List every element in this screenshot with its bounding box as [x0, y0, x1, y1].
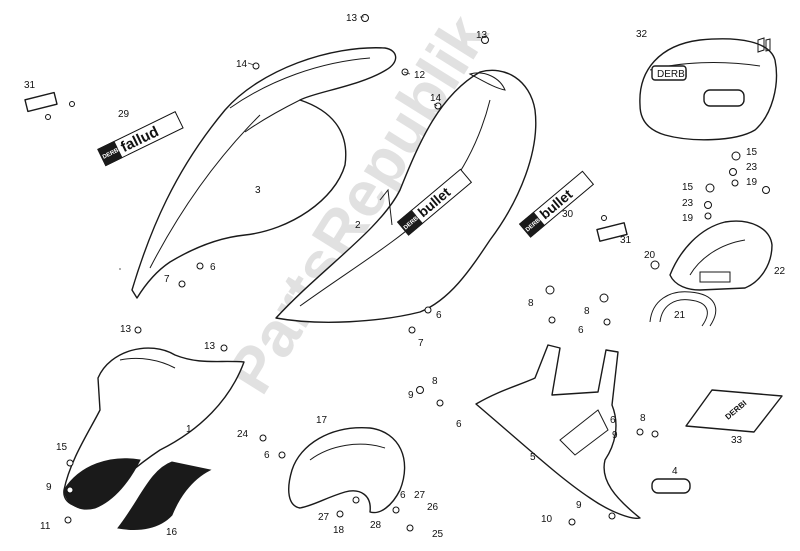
callout-11: 11 [40, 521, 51, 532]
callout-1: 1 [186, 424, 192, 435]
callout-15: 15 [746, 147, 758, 158]
callout-28: 28 [370, 520, 382, 531]
callout-9: 9 [612, 430, 618, 441]
fasteners [64, 14, 659, 532]
left-decal-model: fallud [118, 123, 161, 156]
callout-12: 12 [414, 70, 426, 81]
callout-9: 9 [576, 500, 582, 511]
callout-19: 19 [682, 213, 694, 224]
callout-13: 13 [476, 30, 488, 41]
callout-13: 13 [346, 13, 358, 24]
callout-6: 6 [264, 450, 270, 461]
callout-8: 8 [640, 413, 646, 424]
callout-26: 26 [427, 502, 439, 513]
lower-front-piece [63, 347, 245, 510]
callout-8: 8 [584, 306, 590, 317]
rack-hardware [704, 151, 770, 220]
callout-23: 23 [746, 162, 758, 173]
left-decal-fallud: DERBI fallud [97, 111, 184, 167]
callout-15: 15 [56, 442, 68, 453]
front-mudguard [288, 427, 406, 514]
top-case-badge: DERBI [657, 69, 688, 80]
callout-31: 31 [620, 235, 632, 246]
rear-rack [669, 220, 773, 291]
callout-18: 18 [333, 525, 345, 536]
callout-8: 8 [528, 298, 534, 309]
callout-8: 8 [432, 376, 438, 387]
callout-23: 23 [682, 198, 694, 209]
callout-2: 2 [355, 220, 361, 231]
reflector [651, 478, 691, 494]
callout-4: 4 [672, 466, 678, 477]
grab-bar [649, 260, 717, 327]
small-plate-left [24, 91, 75, 120]
callout-6: 6 [610, 415, 616, 426]
callout-19: 19 [746, 177, 758, 188]
callout-6: 6 [436, 310, 442, 321]
small-plate-right [596, 215, 628, 242]
leader-lines [119, 16, 438, 270]
callout-6: 6 [400, 490, 406, 501]
callout-5: 5 [530, 452, 536, 463]
loose-decal-bullet: DERBI bullet [518, 170, 595, 238]
callout-25: 25 [432, 529, 444, 540]
callout-10: 10 [541, 514, 553, 525]
callout-29: 29 [118, 109, 130, 120]
callout-14: 14 [430, 93, 442, 104]
underbody-panel [475, 344, 641, 519]
left-side-panel [131, 47, 397, 299]
callout-17: 17 [316, 415, 328, 426]
callout-3: 3 [255, 185, 261, 196]
callout-7: 7 [418, 338, 424, 349]
callout-24: 24 [237, 429, 249, 440]
callout-22: 22 [774, 266, 786, 277]
callout-30: 30 [562, 209, 574, 220]
callout-27: 27 [414, 490, 426, 501]
callout-9: 9 [408, 390, 414, 401]
callout-20: 20 [644, 250, 656, 261]
callout-6: 6 [578, 325, 584, 336]
callout-21: 21 [674, 310, 686, 321]
callout-27: 27 [318, 512, 330, 523]
callout-13: 13 [120, 324, 132, 335]
callout-6: 6 [210, 262, 216, 273]
callout-14: 14 [236, 59, 248, 70]
black-trim [117, 461, 212, 530]
callout-32: 32 [636, 29, 648, 40]
top-case: DERBI [639, 37, 778, 141]
callout-33: 33 [731, 435, 743, 446]
callout-16: 16 [166, 527, 178, 538]
callout-31: 31 [24, 80, 36, 91]
callout-15: 15 [682, 182, 694, 193]
callout-9: 9 [46, 482, 52, 493]
mat-sheet: DERBI [685, 389, 783, 433]
callout-labels: 13 13 14 12 14 31 29 3 2 6 7 32 15 23 19… [24, 13, 786, 540]
callout-13: 13 [204, 341, 216, 352]
callout-6: 6 [456, 419, 462, 430]
callout-7: 7 [164, 274, 170, 285]
